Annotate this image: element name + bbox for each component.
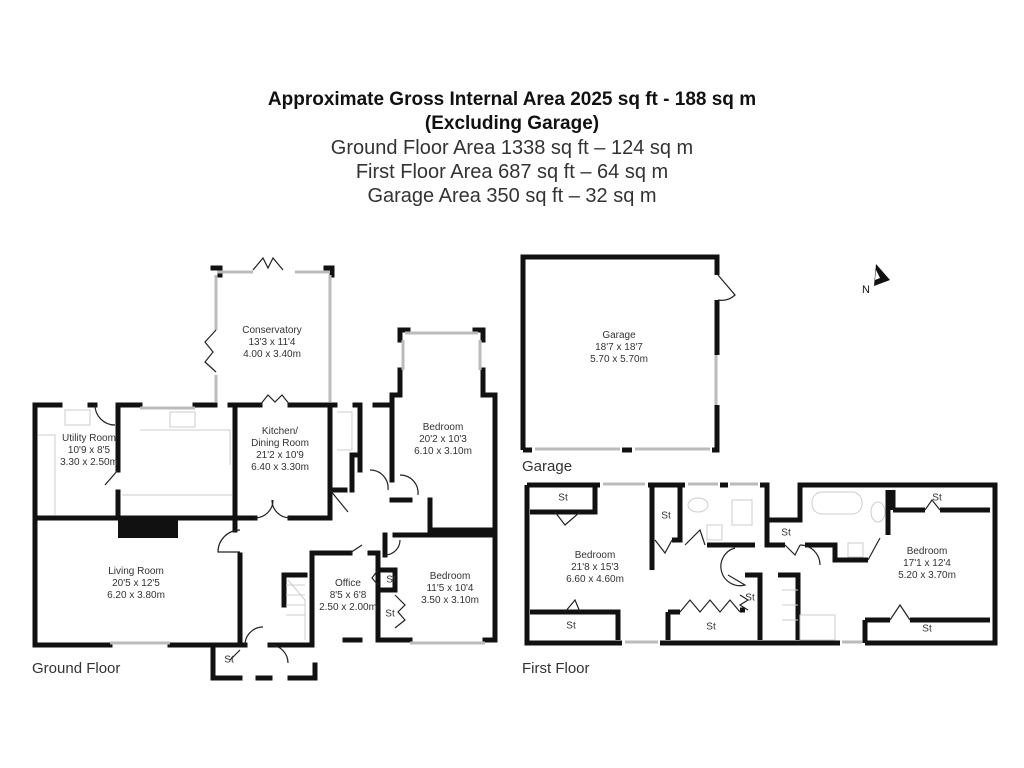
room-name: Bedroom <box>429 571 471 582</box>
storage-label: St <box>224 654 234 666</box>
storage-label: St <box>558 492 568 504</box>
garage-title: Garage <box>522 458 573 475</box>
north-arrow-icon <box>874 264 890 286</box>
room-name: Bedroom <box>574 550 616 561</box>
stairs <box>286 584 305 616</box>
room-name: Bedroom <box>422 422 464 433</box>
room-dimensions-metric: 5.70 x 5.70m <box>590 354 648 365</box>
storage-label: St <box>385 608 395 620</box>
garage-openings <box>535 355 718 451</box>
room-conservatory: Conservatory 13'3 x 11'4 4.00 x 3.40m <box>242 325 301 361</box>
storage-label: St <box>781 527 791 539</box>
room-bedroom-first-2: Bedroom 17'1 x 12'4 5.20 x 3.70m <box>898 546 956 582</box>
first-floor-doors <box>554 498 941 621</box>
room-name: Bedroom <box>906 546 948 557</box>
garage-side-door <box>717 274 736 301</box>
room-dimensions-imperial: 20'5 x 12'5 <box>112 578 160 589</box>
ground-floor-walls <box>32 265 498 681</box>
storage-label: St <box>922 623 932 635</box>
room-dimensions-metric: 6.20 x 3.80m <box>107 590 165 601</box>
garage-area: Garage Area 350 sq ft – 32 sq m <box>367 185 657 207</box>
area-summary-header: Approximate Gross Internal Area 2025 sq … <box>0 88 1024 208</box>
garage-walls <box>520 254 720 453</box>
room-name: Conservatory <box>242 325 302 336</box>
storage-label: St <box>386 574 396 586</box>
room-office: Office 8'5 x 6'8 2.50 x 2.00m <box>319 578 377 614</box>
room-kitchen-dining: Kitchen/ Dining Room 21'2 x 10'9 6.40 x … <box>251 426 309 474</box>
room-dimensions-metric: 6.40 x 3.30m <box>251 462 309 473</box>
room-dimensions-metric: 6.60 x 4.60m <box>566 574 624 585</box>
room-dimensions-imperial: 11'5 x 10'4 <box>426 583 474 594</box>
room-dimensions-metric: 6.10 x 3.10m <box>414 446 472 457</box>
ground-floor-area: Ground Floor Area 1338 sq ft – 124 sq m <box>330 137 694 159</box>
room-name: Garage <box>602 330 636 341</box>
room-bedroom-first-1: Bedroom 21'8 x 15'3 6.60 x 4.60m <box>566 550 624 586</box>
room-bedroom-ground-2: Bedroom 11'5 x 10'4 3.50 x 3.10m <box>421 571 479 607</box>
conservatory-glazing <box>110 270 485 645</box>
gross-area-title: Approximate Gross Internal Area 2025 sq … <box>267 89 757 110</box>
first-floor-area: First Floor Area 687 sq ft – 64 sq m <box>355 161 669 183</box>
first-floor-title: First Floor <box>522 660 590 677</box>
storage-label: St <box>706 621 716 633</box>
room-dimensions-imperial: 13'3 x 11'4 <box>248 337 296 348</box>
compass-label: N <box>862 284 870 296</box>
room-dimensions-imperial: 17'1 x 12'4 <box>903 558 951 569</box>
storage-label: St <box>745 592 755 604</box>
room-dimensions-imperial: 21'2 x 10'9 <box>256 450 304 461</box>
first-floor-fittings <box>687 491 886 641</box>
room-name-line2: Dining Room <box>251 438 309 449</box>
room-dimensions-imperial: 8'5 x 6'8 <box>329 590 367 601</box>
room-dimensions-metric: 2.50 x 2.00m <box>319 602 377 613</box>
storage-label: St <box>932 492 942 504</box>
room-dimensions-metric: 4.00 x 3.40m <box>243 349 301 360</box>
room-dimensions-imperial: 10'9 x 8'5 <box>67 445 111 456</box>
room-dimensions-metric: 5.20 x 3.70m <box>898 570 956 581</box>
room-name-line1: Kitchen/ <box>261 426 299 437</box>
room-dimensions-imperial: 21'8 x 15'3 <box>571 562 619 573</box>
room-name: Utility Room <box>62 433 116 444</box>
room-bedroom-ground-1: Bedroom 20'2 x 10'3 6.10 x 3.10m <box>414 422 472 458</box>
room-name: Living Room <box>108 566 164 577</box>
storage-label: St <box>566 620 576 632</box>
first-floor-windows <box>603 482 862 644</box>
room-dimensions-imperial: 20'2 x 10'3 <box>419 434 467 445</box>
ground-floor-title: Ground Floor <box>32 660 121 677</box>
room-dimensions-metric: 3.30 x 2.50m <box>60 457 118 468</box>
room-garage: Garage 18'7 x 18'7 5.70 x 5.70m <box>590 330 648 366</box>
room-living: Living Room 20'5 x 12'5 6.20 x 3.80m <box>107 566 165 602</box>
room-dimensions-imperial: 18'7 x 18'7 <box>595 342 643 353</box>
room-name: Office <box>335 578 361 589</box>
fireplace-chimney <box>118 520 178 538</box>
doors <box>94 256 419 664</box>
room-utility: Utility Room 10'9 x 8'5 3.30 x 2.50m <box>60 433 118 469</box>
kitchen-fittings <box>38 409 353 640</box>
first-floor-walls <box>524 482 998 646</box>
excluding-garage-note: (Excluding Garage) <box>424 113 600 134</box>
room-dimensions-metric: 3.50 x 3.10m <box>421 595 479 606</box>
storage-label: St <box>661 510 671 522</box>
